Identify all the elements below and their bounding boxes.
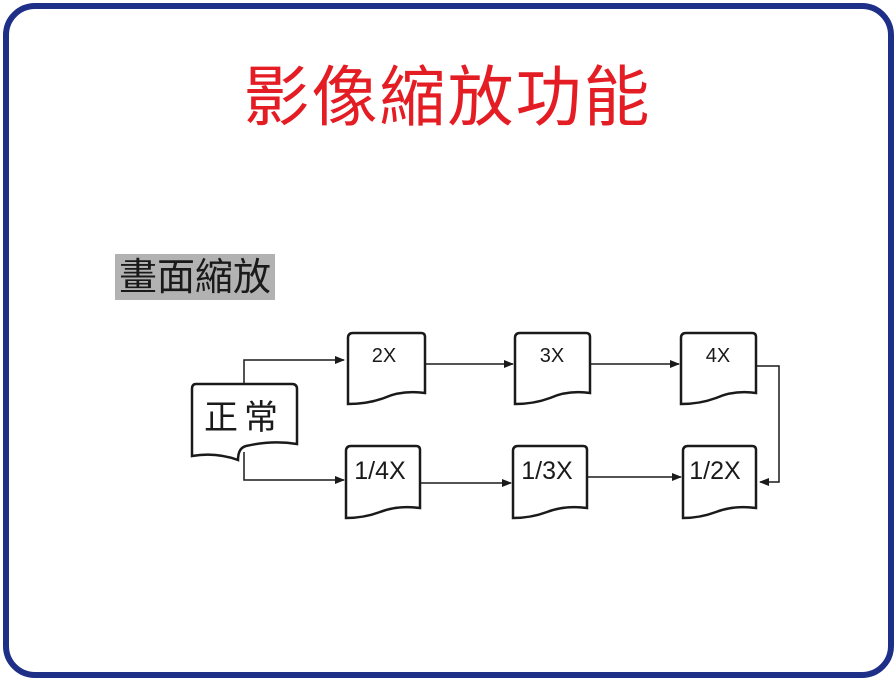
- node-quarter-x-label: 1/4X: [354, 457, 406, 485]
- node-half-x-label: 1/2X: [689, 457, 741, 485]
- slide-title: 影像縮放功能: [243, 59, 652, 136]
- node-half-x: 1/2X: [681, 444, 758, 520]
- node-3x: 3X: [513, 331, 592, 406]
- node-2x: 2X: [346, 331, 427, 406]
- node-normal-label: 正常: [204, 399, 284, 437]
- node-normal: 正常: [190, 382, 299, 462]
- node-quarter-x: 1/4X: [344, 444, 422, 520]
- node-2x-label: 2X: [372, 345, 396, 367]
- connector-normal-to-2x: [243, 356, 345, 384]
- node-3x-label: 3X: [540, 345, 564, 367]
- connector-4x-to-half: [756, 365, 780, 486]
- node-4x: 4X: [679, 331, 758, 406]
- node-third-x: 1/3X: [511, 444, 589, 520]
- node-4x-label: 4X: [706, 345, 730, 367]
- node-third-x-label: 1/3X: [521, 457, 573, 485]
- connector-normal-to-quarter: [243, 452, 345, 484]
- section-heading: 畫面縮放: [115, 254, 276, 300]
